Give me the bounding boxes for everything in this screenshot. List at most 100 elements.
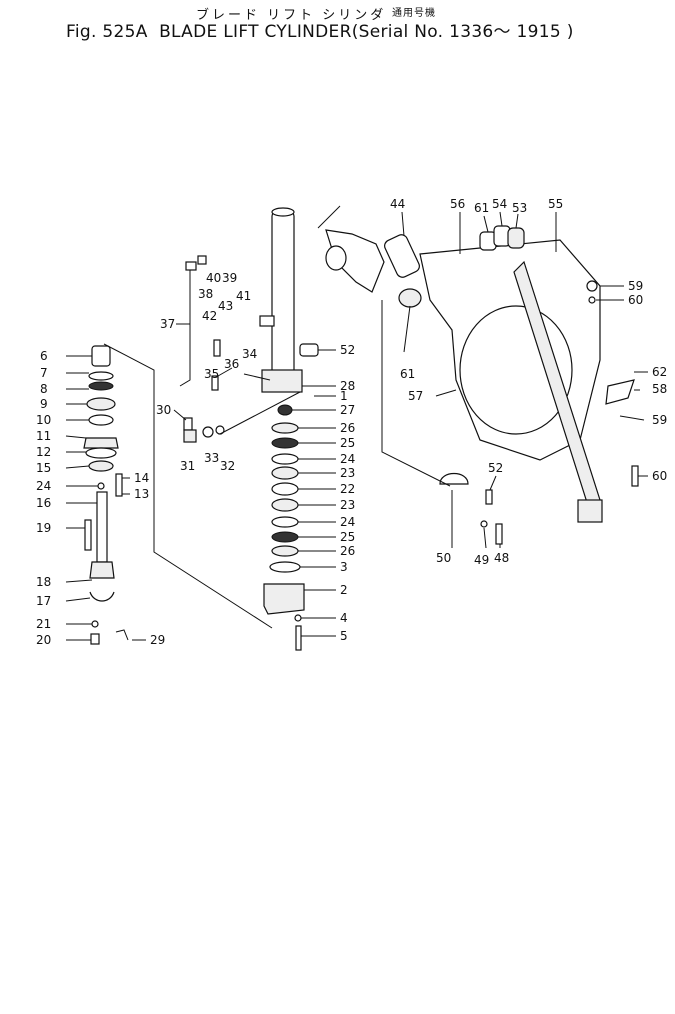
callout-61-top: 61 bbox=[474, 201, 489, 215]
callout-5: 5 bbox=[340, 629, 348, 643]
part-8-shape bbox=[88, 381, 114, 391]
callout-2: 2 bbox=[340, 583, 348, 597]
callout-53: 55 bbox=[548, 197, 563, 211]
center-leaders bbox=[173, 323, 336, 637]
part-46-shape bbox=[495, 523, 503, 545]
callout-27: 24 bbox=[36, 479, 51, 493]
part-13-shape bbox=[115, 473, 123, 497]
callout-14: 14 bbox=[134, 471, 149, 485]
part-23b-shape bbox=[271, 498, 299, 512]
callout-50: 52 bbox=[488, 461, 503, 475]
callout-10: 10 bbox=[36, 413, 51, 427]
assembly-name: BLADE LIFT CYLINDER bbox=[159, 22, 352, 42]
right-leaders bbox=[401, 211, 648, 549]
figure-number: Fig. 525A bbox=[66, 22, 148, 42]
callout-17: 17 bbox=[36, 594, 51, 608]
part-24b-shape bbox=[271, 516, 299, 528]
callout-26: 26 bbox=[340, 421, 355, 435]
serial-range: (Serial No. 1336～ 1915 ) bbox=[351, 22, 574, 42]
part-32-shape bbox=[183, 429, 197, 443]
part-23-shape bbox=[271, 466, 299, 480]
part-61-shape bbox=[398, 288, 422, 308]
part-30-shape bbox=[115, 629, 129, 641]
part-26-shape bbox=[271, 422, 299, 434]
japanese-serial-label: 通用号機 bbox=[392, 8, 436, 19]
part-20-shape bbox=[90, 633, 100, 645]
callout-29: 28 bbox=[340, 379, 355, 393]
callout-11: 11 bbox=[36, 429, 51, 443]
callout-46: 48 bbox=[494, 551, 509, 565]
part-48-shape bbox=[439, 472, 469, 485]
part-60-shape bbox=[588, 296, 596, 304]
callout-52: 54 bbox=[492, 197, 507, 211]
part-47-shape bbox=[480, 520, 488, 528]
cylinder-top bbox=[271, 207, 295, 217]
part-36-shape bbox=[211, 375, 219, 391]
callout-15: 15 bbox=[36, 461, 51, 475]
figure-title: Fig. 525A BLADE LIFT CYLINDER(Serial No.… bbox=[66, 17, 574, 42]
part-5-shape bbox=[295, 625, 302, 651]
callout-30: 29 bbox=[150, 633, 165, 647]
part-22-shape bbox=[271, 482, 299, 496]
part-11-shape bbox=[83, 437, 119, 449]
callout-24: 24 bbox=[340, 452, 355, 466]
callout-57: 59 bbox=[652, 413, 667, 427]
frame-assembly bbox=[317, 205, 645, 545]
callout-38: 37 bbox=[160, 317, 175, 331]
callout-58: 60 bbox=[652, 469, 667, 483]
part-57-shape bbox=[619, 415, 645, 421]
callout-4: 4 bbox=[340, 611, 348, 625]
part-27-shape bbox=[97, 482, 105, 490]
part-50-shape bbox=[485, 489, 493, 505]
part-2-shape bbox=[263, 583, 305, 615]
callout-41: 40 bbox=[206, 271, 221, 285]
yoke-boss bbox=[325, 245, 347, 271]
part-41-shape bbox=[197, 255, 207, 265]
callout-24b: 24 bbox=[340, 515, 355, 529]
part-58-shape bbox=[631, 465, 639, 487]
part-48-connector bbox=[381, 300, 451, 487]
callout-33: 32 bbox=[220, 459, 235, 473]
callout-54: 56 bbox=[450, 197, 465, 211]
callout-1: 1 bbox=[340, 389, 348, 403]
part-21-shape bbox=[91, 620, 99, 628]
callout-25b: 25 bbox=[340, 530, 355, 544]
callout-40: 39 bbox=[222, 271, 237, 285]
callout-48: 50 bbox=[436, 551, 451, 565]
callout-55: 57 bbox=[408, 389, 423, 403]
callout-23: 23 bbox=[340, 466, 355, 480]
japanese-title: ブレード リフト シリンダ bbox=[196, 8, 387, 23]
part-25b-shape bbox=[271, 531, 299, 543]
callout-45: 44 bbox=[390, 197, 405, 211]
part-51-shape bbox=[507, 227, 525, 249]
callout-23b: 23 bbox=[340, 498, 355, 512]
callout-28: 27 bbox=[340, 403, 355, 417]
part-49-shape bbox=[299, 343, 319, 357]
part-16-shape bbox=[96, 491, 108, 563]
part-18-shape bbox=[89, 561, 115, 579]
callout-32: 31 bbox=[180, 459, 195, 473]
callout-56: 58 bbox=[652, 382, 667, 396]
part-34-shape bbox=[202, 426, 214, 438]
rod-end-stack bbox=[83, 345, 129, 645]
callout-16: 16 bbox=[36, 496, 51, 510]
callout-37: 36 bbox=[224, 357, 239, 371]
callout-31: 30 bbox=[156, 403, 171, 417]
callout-25: 25 bbox=[340, 436, 355, 450]
callout-61: 61 bbox=[400, 367, 415, 381]
callout-12: 12 bbox=[36, 445, 51, 459]
part-25-shape bbox=[271, 437, 299, 449]
callout-7: 7 bbox=[40, 366, 48, 380]
callout-18: 18 bbox=[36, 575, 51, 589]
bolt-top bbox=[317, 205, 341, 229]
cylinder-head bbox=[261, 369, 303, 393]
part-10-shape bbox=[88, 414, 114, 426]
rod-end-right bbox=[577, 499, 603, 523]
callout-62: 62 bbox=[652, 365, 667, 379]
part-12-shape bbox=[85, 447, 117, 459]
callout-34: 33 bbox=[204, 451, 219, 465]
part-28-shape bbox=[277, 404, 293, 416]
part-17-shape bbox=[89, 591, 115, 602]
part-15-shape bbox=[88, 460, 114, 472]
callout-60: 60 bbox=[628, 293, 643, 307]
